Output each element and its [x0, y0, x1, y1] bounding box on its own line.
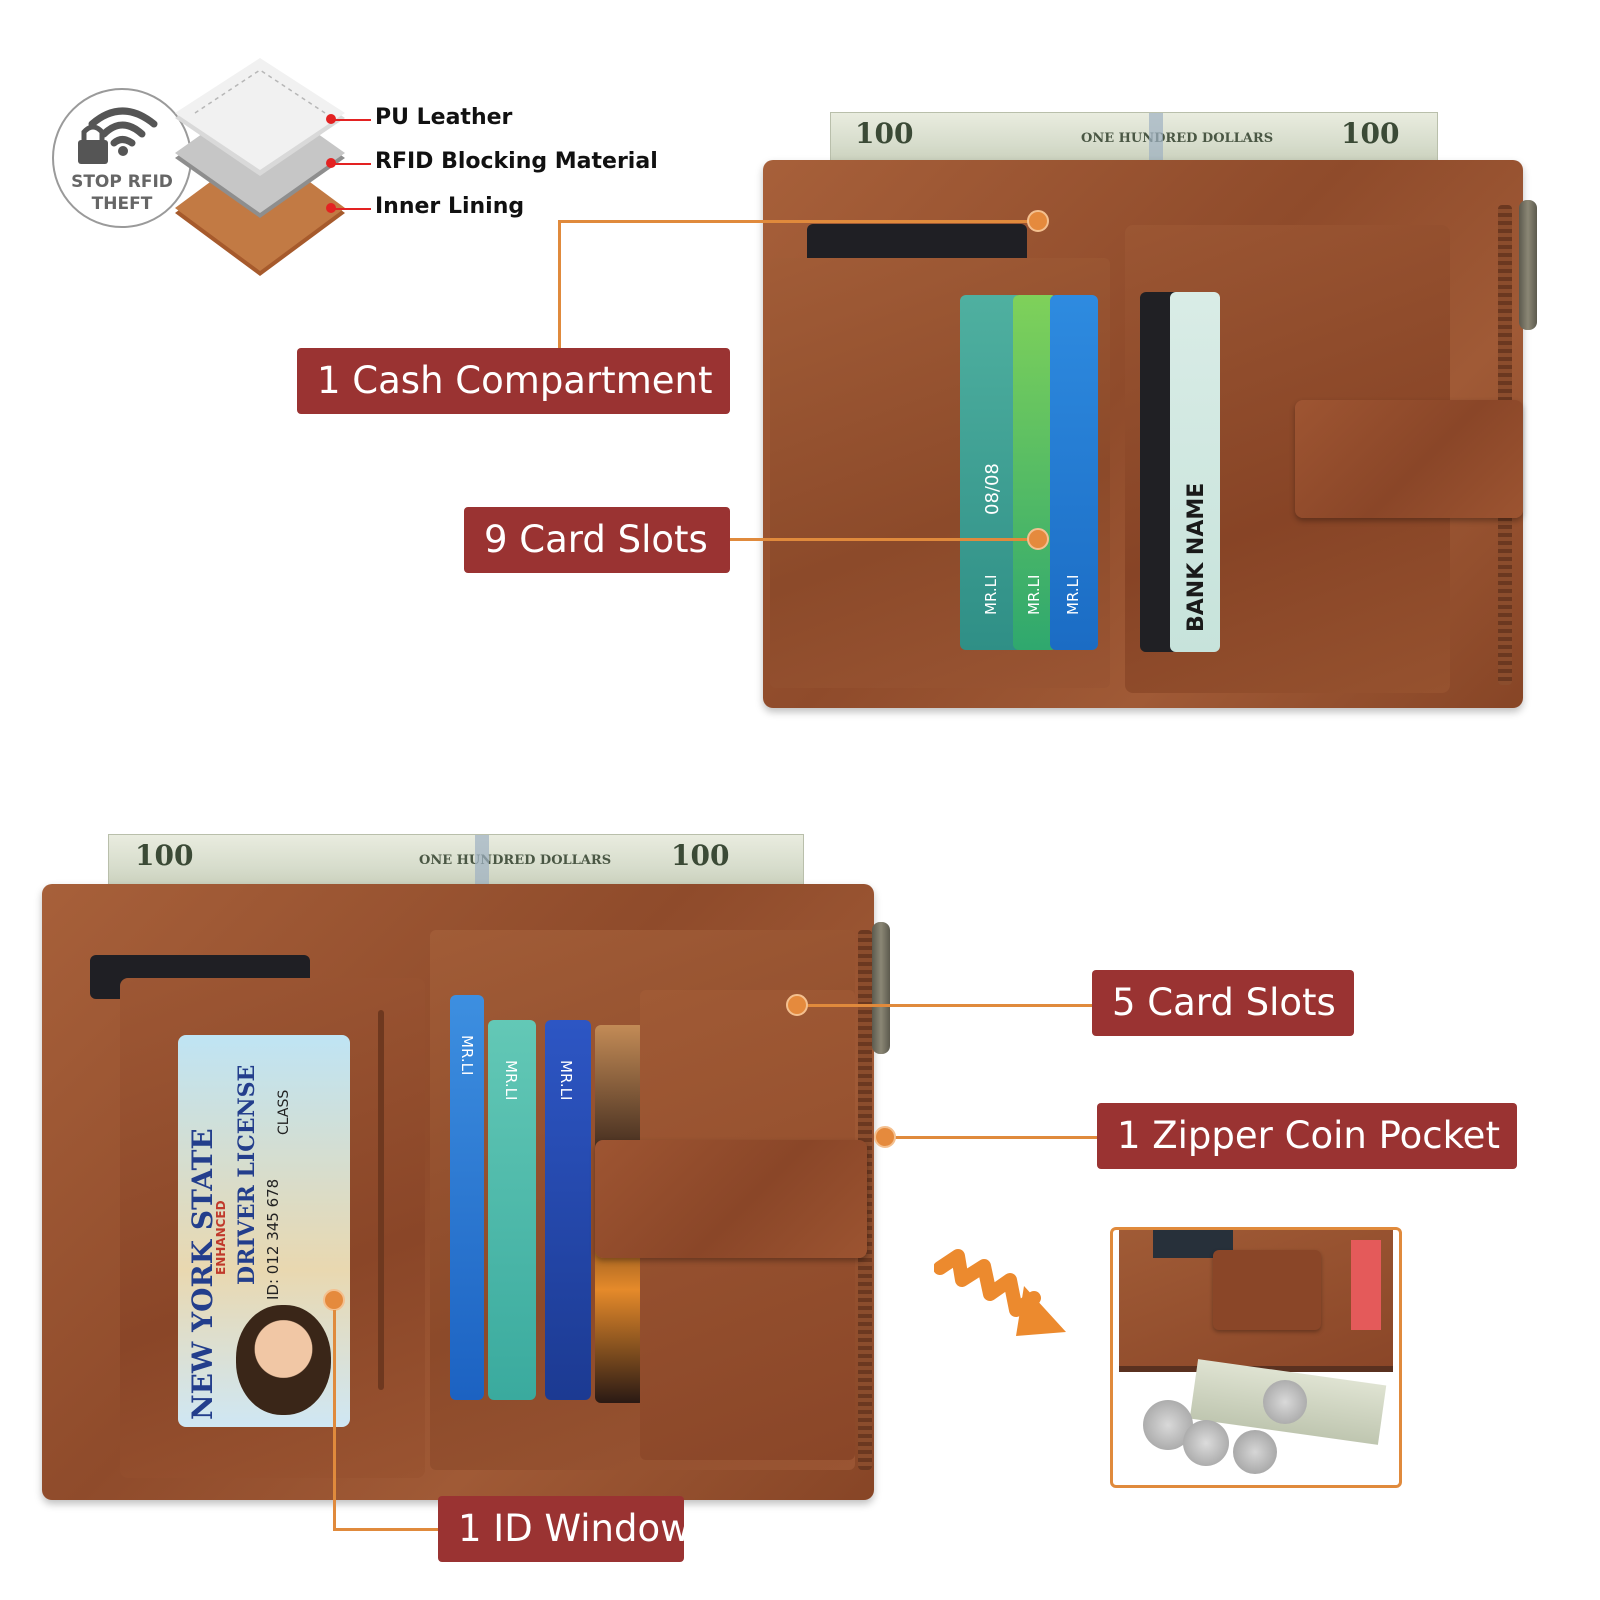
- card-holder: MR.LI: [982, 574, 1000, 615]
- callout-dot: [323, 1289, 345, 1311]
- card: MR.LI: [488, 1020, 536, 1400]
- card: MR.LI: [1013, 295, 1057, 650]
- material-marker-dot: [326, 158, 336, 168]
- leader-cash: [560, 220, 1038, 223]
- material-layers-graphic: [175, 58, 345, 276]
- material-inner-lining: Inner Lining: [375, 194, 525, 219]
- card-holder: MR.LI: [458, 1035, 476, 1076]
- id-photo: [236, 1305, 331, 1415]
- leader-card5: [800, 1004, 1092, 1007]
- id-window: NEW YORK STATE DRIVER LICENSE ENHANCED I…: [178, 1035, 350, 1427]
- material-marker-dot: [326, 203, 336, 213]
- leader-zipper: [887, 1136, 1097, 1139]
- id-class: CLASS: [276, 1089, 292, 1135]
- snap-tab: [1213, 1250, 1321, 1330]
- bill: 100 ONE HUNDRED DOLLARS 100: [830, 112, 1438, 168]
- label-id-window: 1 ID Window: [438, 1496, 690, 1562]
- bill-text: ONE HUNDRED DOLLARS: [419, 853, 612, 868]
- bill-denomination: 100: [135, 839, 194, 872]
- bill-denomination: 100: [1341, 117, 1400, 150]
- card-bank-name: BANK NAME: [1184, 482, 1209, 632]
- leader-cash: [558, 220, 561, 348]
- callout-dot: [874, 1126, 896, 1148]
- card-holder: MR.LI: [1025, 574, 1043, 615]
- coin-pocket-inset: [1110, 1227, 1402, 1488]
- bill-security-stripe: [1149, 113, 1163, 167]
- label-9-card-slots: 9 Card Slots: [464, 507, 730, 573]
- lock-wifi-icon: [78, 107, 158, 164]
- coin: [1183, 1420, 1229, 1466]
- material-marker-dot: [326, 114, 336, 124]
- bill-denomination: 100: [855, 117, 914, 150]
- callout-dot: [1027, 528, 1049, 550]
- material-marker-line: [333, 208, 371, 210]
- id-title: DRIVER LICENSE: [234, 1064, 260, 1285]
- leader-id: [333, 1528, 443, 1531]
- bill-security-stripe: [475, 835, 489, 891]
- card-holder: MR.LI: [502, 1060, 520, 1101]
- card: MR.LI: [545, 1020, 591, 1400]
- coin: [1233, 1430, 1277, 1474]
- label-zipper-coin-pocket: 1 Zipper Coin Pocket: [1097, 1103, 1517, 1169]
- id-number: ID: 012 345 678: [264, 1178, 282, 1300]
- card: BANK NAME: [1170, 292, 1220, 652]
- id-enhanced: ENHANCED: [214, 1200, 228, 1275]
- callout-dot: [1027, 210, 1049, 232]
- label-cash-compartment: 1 Cash Compartment: [297, 348, 730, 414]
- material-marker-line: [333, 163, 371, 165]
- rfid-badge: STOP RFID THEFT: [52, 88, 192, 228]
- bill-text: ONE HUNDRED DOLLARS: [1081, 131, 1274, 146]
- label-5-card-slots: 5 Card Slots: [1092, 970, 1354, 1036]
- snap-tab[interactable]: [1295, 400, 1523, 518]
- card-holder: MR.LI: [1064, 574, 1082, 615]
- snap-tab[interactable]: [595, 1140, 867, 1258]
- zipper-pull[interactable]: [872, 922, 890, 1054]
- rfid-line1: STOP RFID: [71, 172, 173, 192]
- card: MR.LI: [1050, 295, 1098, 650]
- material-marker-line: [333, 119, 371, 121]
- squiggle-arrow-icon: [934, 1249, 1066, 1336]
- card: MR.LI: [450, 995, 484, 1400]
- material-rfid-blocking: RFID Blocking Material: [375, 149, 658, 174]
- bill-denomination: 100: [671, 839, 730, 872]
- card-holder: MR.LI: [557, 1060, 575, 1101]
- leader-card9: [728, 538, 1036, 541]
- zipper-pull[interactable]: [1519, 200, 1537, 330]
- rfid-line2: THEFT: [91, 194, 153, 214]
- callout-dot: [786, 994, 808, 1016]
- slot-seam: [378, 1010, 384, 1390]
- leader-id: [333, 1310, 336, 1530]
- card-expiry: 08/08: [982, 463, 1003, 515]
- card: MR.LI 08/08: [960, 295, 1022, 650]
- material-pu-leather: PU Leather: [375, 105, 513, 130]
- card: [1351, 1240, 1381, 1330]
- coin: [1263, 1380, 1307, 1424]
